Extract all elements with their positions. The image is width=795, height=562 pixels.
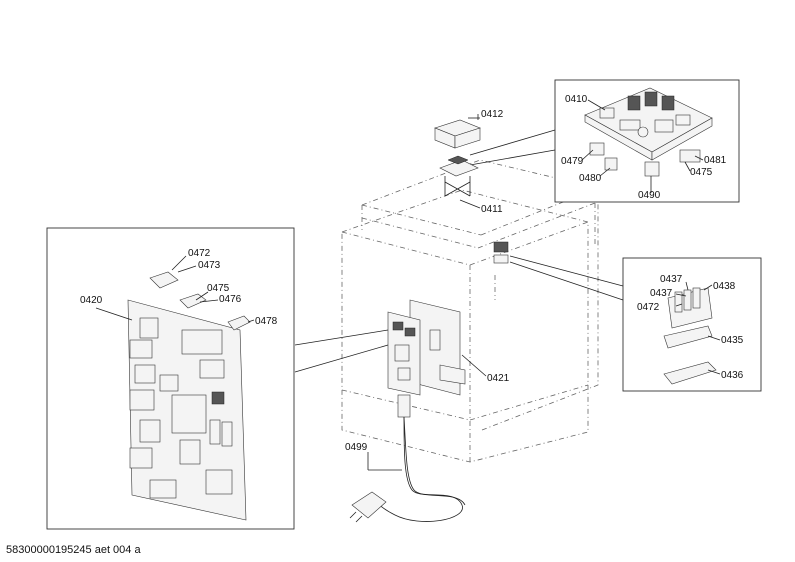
callout-0420: 0420 — [80, 295, 103, 306]
relay-on-housing — [493, 241, 624, 301]
callout-0490: 0490 — [638, 190, 661, 201]
callout-0437-lower: 0437 — [650, 288, 673, 299]
callout-0475-left: 0475 — [207, 283, 230, 294]
callout-0438: 0438 — [713, 281, 736, 292]
callout-0436: 0436 — [721, 370, 744, 381]
callout-0481: 0481 — [704, 155, 727, 166]
drawing-reference-number: 58300000195245 aet 004 a — [6, 544, 141, 556]
callout-0478: 0478 — [255, 316, 278, 327]
callout-0472-left: 0472 — [188, 248, 211, 259]
callout-0437-upper: 0437 — [660, 274, 683, 285]
callout-0473: 0473 — [198, 260, 221, 271]
callout-0412: 0412 — [481, 109, 504, 120]
callout-0435: 0435 — [721, 335, 744, 346]
detail-box-control-module: 0410 0479 0480 0490 0481 0475 — [554, 79, 740, 203]
callout-0479: 0479 — [561, 156, 584, 167]
callout-0475-top: 0475 — [690, 167, 713, 178]
callout-0410: 0410 — [565, 94, 588, 105]
power-cord: 0499 — [345, 394, 466, 523]
main-board-on-housing: 0421 — [387, 299, 510, 396]
detail-box-relay-module: 0437 0437 0472 0438 0435 0436 — [622, 257, 762, 392]
callout-0480: 0480 — [579, 173, 602, 184]
callout-0421: 0421 — [487, 373, 510, 384]
top-control-module: 0412 0411 — [434, 109, 504, 215]
callout-0411: 0411 — [481, 204, 503, 215]
callout-0476: 0476 — [219, 294, 242, 305]
detail-box-main-board: 0472 0473 0475 0476 0478 0420 — [46, 227, 295, 530]
callout-0472-right: 0472 — [637, 302, 660, 313]
oven-housing-outline — [341, 159, 599, 463]
callout-0499: 0499 — [345, 442, 368, 453]
